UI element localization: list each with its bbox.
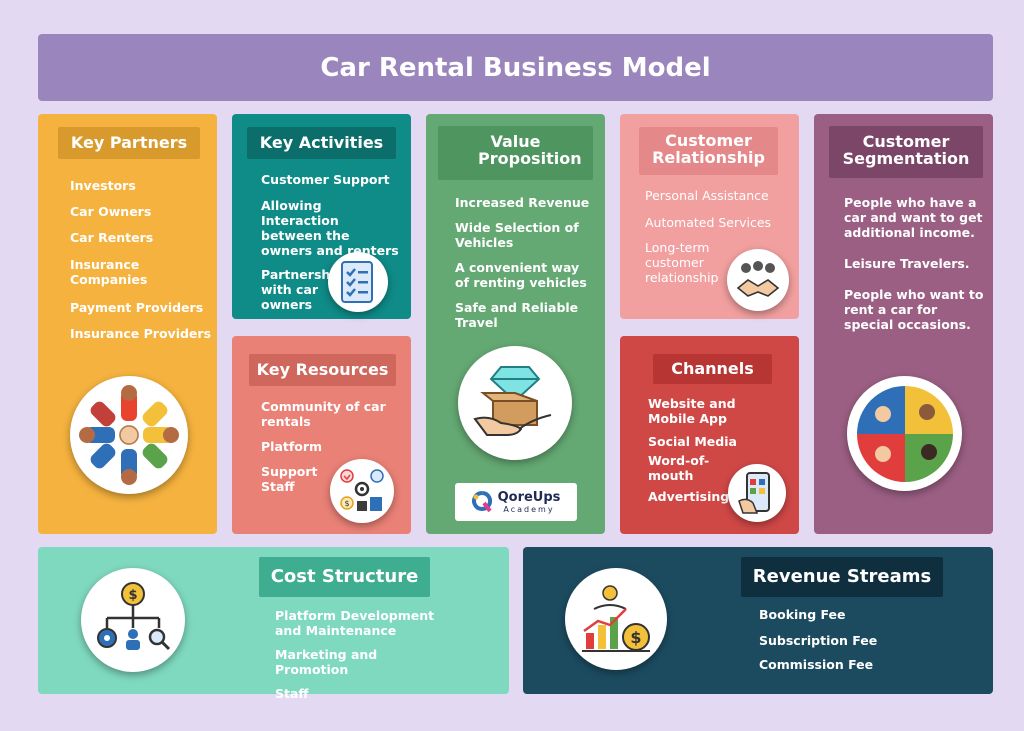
value-proposition-heading: Value Proposition: [438, 126, 593, 180]
key-activities-panel: Key Activities Customer Support Allowing…: [232, 114, 411, 319]
key-partners-list: Investors Car Owners Car Renters Insuran…: [70, 178, 217, 341]
segments-pie-icon: [847, 376, 962, 491]
key-partners-heading: Key Partners: [58, 127, 200, 159]
checklist-icon: [328, 252, 388, 312]
svg-text:$: $: [630, 628, 641, 647]
qoreups-logo: QoreUps Academy: [455, 483, 577, 521]
logo-subtitle: Academy: [503, 505, 555, 514]
logo-name: QoreUps: [497, 490, 561, 505]
svg-text:$: $: [128, 588, 137, 603]
customer-relationship-heading: Customer Relationship: [639, 127, 778, 175]
revenue-streams-heading: Revenue Streams: [741, 557, 943, 597]
list-item: Customer Support: [261, 172, 390, 187]
page-title: Car Rental Business Model: [320, 52, 711, 83]
channels-heading: Channels: [653, 354, 772, 384]
value-proposition-list: Increased Revenue Wide Selection of Vehi…: [455, 195, 590, 330]
list-item: Allowing Interaction between the owners …: [261, 198, 399, 258]
cost-structure-panel: Cost Structure Platform Development and …: [38, 547, 509, 701]
key-resources-list: Community of car rentals Platform Suppor…: [261, 399, 391, 494]
list-item: Marketing and Promotion: [275, 647, 378, 677]
mobile-app-icon: [728, 464, 786, 522]
list-item: Insurance Companies: [70, 257, 148, 287]
list-item: Automated Services: [645, 215, 772, 230]
customer-segmentation-list: People who have a car and want to get ad…: [844, 195, 984, 332]
list-item: Commission Fee: [759, 657, 874, 672]
cost-tree-icon: $: [81, 568, 185, 672]
cost-structure-heading: Cost Structure: [259, 557, 430, 597]
list-item: Community of car rentals: [261, 399, 386, 429]
list-item: Subscription Fee: [759, 633, 878, 648]
key-resources-heading: Key Resources: [249, 354, 396, 386]
list-item: Car Owners: [70, 204, 152, 219]
list-item: Leisure Travelers.: [844, 256, 970, 271]
list-item: Advertising: [648, 489, 730, 504]
list-item: Partnership with car owners: [261, 267, 344, 312]
revenue-streams-panel: Revenue Streams Booking Fee Subscription…: [523, 547, 993, 694]
list-item: People who want to rent a car for specia…: [844, 287, 984, 332]
cost-structure-list: Platform Development and Maintenance Mar…: [275, 608, 445, 701]
people-circle-icon: [70, 376, 188, 494]
list-item: Investors: [70, 178, 136, 193]
list-item: Long-term customer relationship: [645, 240, 719, 285]
key-partners-panel: Key Partners Investors Car Owners Car Re…: [38, 114, 217, 534]
list-item: Wide Selection of Vehicles: [455, 220, 579, 250]
channels-list: Website and Mobile App Social Media Word…: [648, 396, 783, 504]
key-activities-heading: Key Activities: [247, 127, 396, 159]
key-resources-panel: Key Resources Community of car rentals P…: [232, 336, 411, 534]
list-item: Insurance Providers: [70, 326, 212, 341]
handshake-icon: [727, 249, 789, 311]
qoreups-logo-icon: [471, 491, 492, 513]
list-item: Platform: [261, 439, 323, 454]
list-item: Social Media: [648, 434, 737, 449]
list-item: Website and Mobile App: [648, 396, 736, 426]
list-item: Booking Fee: [759, 607, 846, 622]
list-item: Support Staff: [261, 464, 318, 494]
list-item: Platform Development and Maintenance: [275, 608, 435, 638]
list-item: Increased Revenue: [455, 195, 590, 210]
list-item: A convenient way of renting vehicles: [455, 260, 587, 290]
revenue-streams-list: Booking Fee Subscription Fee Commission …: [759, 607, 929, 672]
list-item: Payment Providers: [70, 300, 204, 315]
customer-relationship-panel: Customer Relationship Personal Assistanc…: [620, 114, 799, 319]
title-bar: Car Rental Business Model: [38, 34, 993, 101]
value-proposition-panel: Value Proposition Increased Revenue Wide…: [426, 114, 605, 534]
list-item: Staff: [275, 686, 309, 701]
channels-panel: Channels Website and Mobile App Social M…: [620, 336, 799, 534]
list-item: People who have a car and want to get ad…: [844, 195, 983, 240]
list-item: Word-of-mouth: [648, 453, 710, 483]
list-item: Personal Assistance: [645, 188, 769, 203]
customer-segmentation-panel: Customer Segmentation People who have a …: [814, 114, 993, 534]
revenue-chart-icon: $: [565, 568, 667, 670]
list-item: Safe and Reliable Travel: [455, 300, 579, 330]
customer-segmentation-heading: Customer Segmentation: [829, 126, 983, 178]
resources-icon: $: [330, 459, 394, 523]
gift-diamond-icon: [458, 346, 572, 460]
svg-text:$: $: [344, 499, 349, 508]
list-item: Car Renters: [70, 230, 154, 245]
customer-relationship-list: Personal Assistance Automated Services L…: [645, 188, 785, 285]
